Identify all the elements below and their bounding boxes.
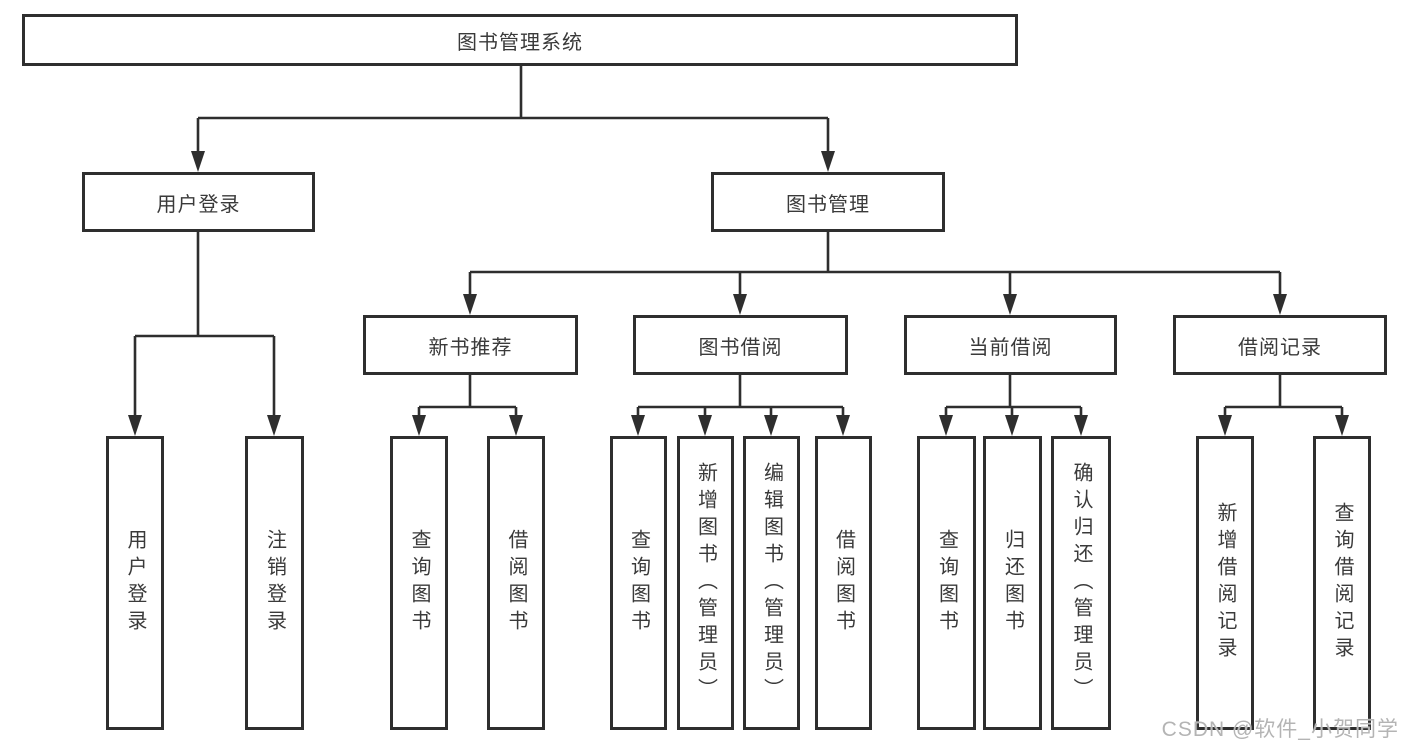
node-borrow-records: 借阅记录 xyxy=(1173,315,1387,375)
node-label: 图书管理 xyxy=(786,193,870,216)
leaf-logout: 注销登录 xyxy=(245,436,304,730)
leaf-add-borrow-record: 新增借阅记录 xyxy=(1196,436,1254,730)
leaf-label: 新增图书（管理员） xyxy=(694,461,717,705)
leaf-user-login: 用户登录 xyxy=(106,436,164,730)
node-library-management-system: 图书管理系统 xyxy=(22,14,1018,66)
leaf-label: 注销登录 xyxy=(263,529,286,637)
leaf-label: 借阅图书 xyxy=(832,529,855,637)
leaf-label: 编辑图书（管理员） xyxy=(760,461,783,705)
node-book-borrowing: 图书借阅 xyxy=(633,315,848,375)
leaf-label: 归还图书 xyxy=(1001,529,1024,637)
node-book-management: 图书管理 xyxy=(711,172,945,232)
leaf-borrow-books-1: 借阅图书 xyxy=(487,436,545,730)
leaf-return-books: 归还图书 xyxy=(983,436,1042,730)
leaf-label: 查询图书 xyxy=(627,529,650,637)
leaf-label: 确认归还（管理员） xyxy=(1070,461,1092,705)
node-label: 当前借阅 xyxy=(968,336,1053,359)
leaf-borrow-books-2: 借阅图书 xyxy=(815,436,872,730)
leaf-query-borrow-record: 查询借阅记录 xyxy=(1313,436,1371,730)
leaf-label: 用户登录 xyxy=(124,529,146,637)
leaf-label: 查询借阅记录 xyxy=(1331,502,1353,664)
node-label: 新书推荐 xyxy=(428,336,513,359)
leaf-confirm-return-admin: 确认归还（管理员） xyxy=(1051,436,1111,730)
node-label: 用户登录 xyxy=(156,193,241,216)
node-new-book-recommend: 新书推荐 xyxy=(363,315,578,375)
leaf-label: 查询图书 xyxy=(935,529,958,637)
leaf-label: 借阅图书 xyxy=(505,529,527,637)
csdn-watermark: CSDN @软件_小贺同学 xyxy=(1161,718,1399,741)
leaf-label: 新增借阅记录 xyxy=(1214,502,1236,664)
node-label: 图书借阅 xyxy=(698,336,783,359)
node-label: 借阅记录 xyxy=(1238,336,1322,359)
node-current-borrowing: 当前借阅 xyxy=(904,315,1117,375)
node-user-login: 用户登录 xyxy=(82,172,315,232)
leaf-edit-book-admin: 编辑图书（管理员） xyxy=(743,436,800,730)
leaf-query-books-2: 查询图书 xyxy=(610,436,667,730)
leaf-add-book-admin: 新增图书（管理员） xyxy=(677,436,734,730)
node-label: 图书管理系统 xyxy=(457,31,583,54)
leaf-query-books-3: 查询图书 xyxy=(917,436,976,730)
leaf-label: 查询图书 xyxy=(408,529,430,637)
leaf-query-books-1: 查询图书 xyxy=(390,436,448,730)
